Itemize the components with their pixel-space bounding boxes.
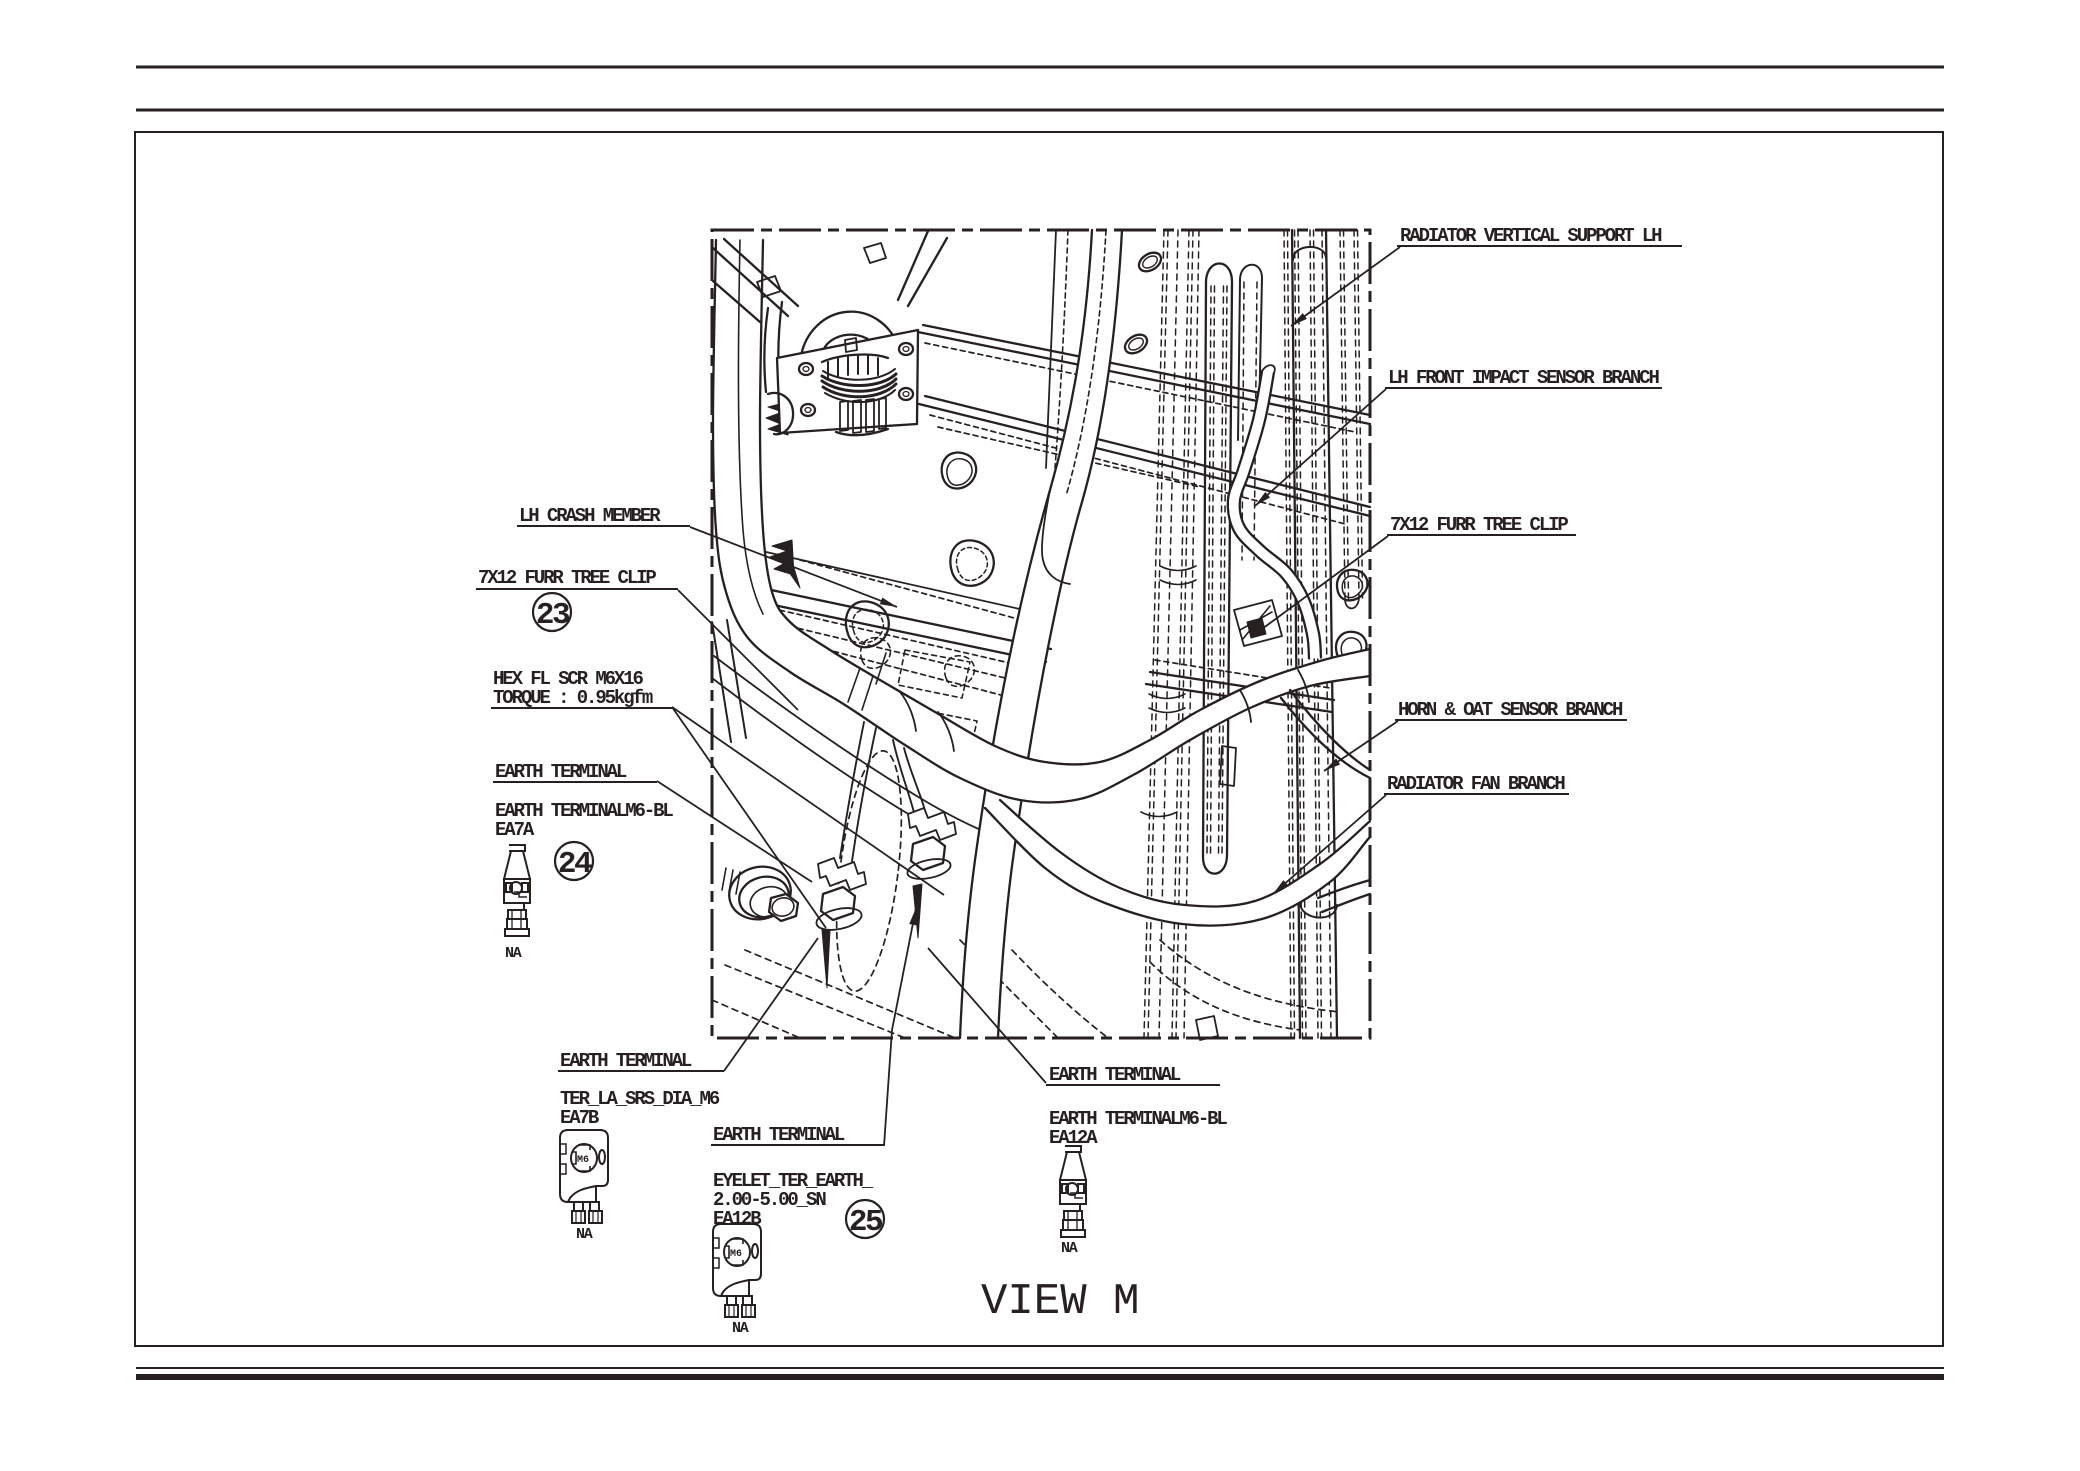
svg-text:VIEW M: VIEW M: [981, 1277, 1139, 1327]
svg-text:EARTH TERMINAL: EARTH TERMINAL: [1049, 1064, 1181, 1086]
svg-text:HORN & OAT SENSOR BRANCH: HORN & OAT SENSOR BRANCH: [1398, 699, 1623, 721]
svg-text:TER_LA_SRS_DIA_M6: TER_LA_SRS_DIA_M6: [560, 1088, 720, 1110]
svg-text:LH FRONT IMPACT SENSOR BRANCH: LH FRONT IMPACT SENSOR BRANCH: [1388, 367, 1659, 389]
svg-text:HEX FL SCR M6X16: HEX FL SCR M6X16: [493, 668, 644, 690]
svg-text:EARTH TERMINALM6-BL: EARTH TERMINALM6-BL: [1049, 1108, 1227, 1130]
svg-text:24: 24: [558, 847, 592, 882]
svg-text:NA: NA: [1061, 1240, 1078, 1257]
svg-text:TORQUE : 0.95kgfm: TORQUE : 0.95kgfm: [493, 687, 653, 709]
svg-text:RADIATOR FAN BRANCH: RADIATOR FAN BRANCH: [1387, 773, 1565, 795]
svg-text:EA7B: EA7B: [560, 1107, 599, 1129]
svg-text:RADIATOR VERTICAL SUPPORT LH: RADIATOR VERTICAL SUPPORT LH: [1400, 225, 1662, 247]
svg-text:EARTH TERMINAL: EARTH TERMINAL: [560, 1050, 692, 1072]
svg-text:NA: NA: [576, 1226, 593, 1243]
svg-text:EA12A: EA12A: [1049, 1127, 1098, 1149]
svg-text:2.00-5.00_SN: 2.00-5.00_SN: [713, 1189, 826, 1211]
svg-text:NA: NA: [732, 1320, 749, 1337]
svg-text:EARTH TERMINALM6-BL: EARTH TERMINALM6-BL: [495, 800, 673, 822]
svg-text:EA12B: EA12B: [713, 1208, 761, 1230]
svg-text:25: 25: [849, 1205, 882, 1240]
svg-text:7X12 FURR TREE CLIP: 7X12 FURR TREE CLIP: [1390, 514, 1568, 536]
svg-text:EARTH TERMINAL: EARTH TERMINAL: [713, 1124, 845, 1146]
svg-text:LH CRASH MEMBER: LH CRASH MEMBER: [519, 505, 661, 527]
svg-text:EA7A: EA7A: [495, 819, 535, 841]
svg-text:EARTH TERMINAL: EARTH TERMINAL: [495, 761, 627, 783]
svg-text:M6: M6: [577, 1155, 589, 1166]
svg-text:7X12 FURR TREE CLIP: 7X12 FURR TREE CLIP: [478, 567, 656, 589]
svg-text:EYELET_TER_EARTH_: EYELET_TER_EARTH_: [713, 1170, 874, 1192]
svg-text:M6: M6: [730, 1249, 742, 1260]
svg-text:NA: NA: [505, 945, 522, 962]
svg-text:23: 23: [536, 598, 570, 633]
